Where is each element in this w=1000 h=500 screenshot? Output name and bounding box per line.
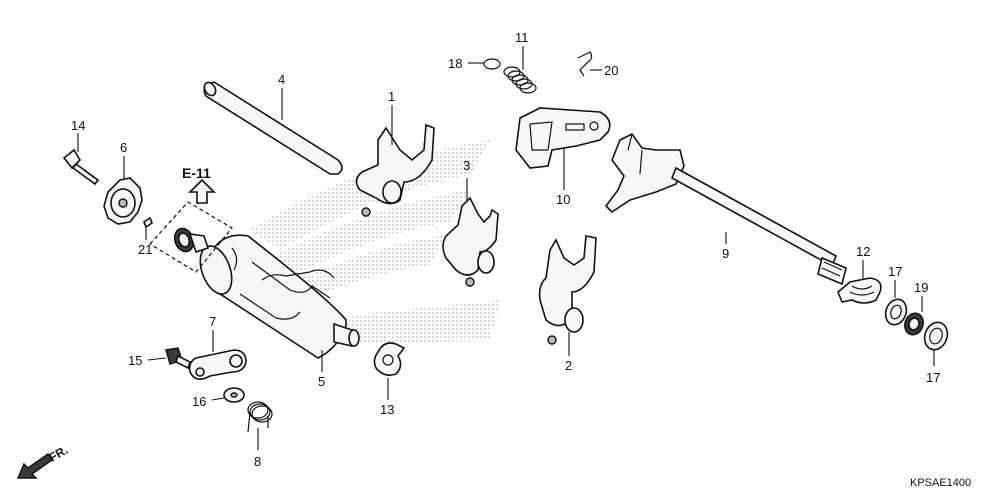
callout-1: 1 — [388, 89, 395, 104]
part-9-gearshift-spindle: 9 — [604, 132, 847, 286]
callout-16: 16 — [192, 394, 206, 409]
callout-11: 11 — [515, 30, 529, 45]
callout-3: 3 — [463, 158, 470, 173]
part-8-stopper-spring: 8 — [247, 401, 273, 469]
callout-14: 14 — [71, 118, 85, 133]
callout-18: 18 — [448, 56, 462, 71]
part-6-gearshift-drum-center: 6 — [103, 140, 143, 225]
part-5-shift-drum: 5 — [199, 234, 360, 389]
callout-12: 12 — [856, 244, 870, 259]
callout-15: 15 — [128, 353, 142, 368]
part-13-guide-plate: 13 — [373, 342, 406, 417]
callout-2: 2 — [565, 358, 572, 373]
reference-e-11: E-11 — [182, 165, 216, 204]
part-17-washer-lower: 17 — [923, 321, 949, 385]
reference-arrow-icon — [188, 178, 216, 204]
part-11-spring: 11 — [503, 30, 537, 94]
part-1-shift-fork: 1 — [355, 89, 435, 217]
part-14-bolt: 14 — [62, 118, 100, 186]
callout-17-upper: 17 — [888, 264, 902, 279]
part-10-shift-plate: 10 — [515, 107, 611, 207]
part-3-shift-fork: 3 — [442, 158, 499, 287]
part-18-circlip: 18 — [448, 56, 501, 71]
callout-6: 6 — [120, 140, 127, 155]
callout-4: 4 — [278, 72, 285, 87]
callout-20: 20 — [604, 63, 618, 78]
callout-9: 9 — [722, 246, 729, 261]
part-12-return-spring: 12 — [837, 244, 882, 304]
part-2-shift-fork: 2 — [538, 235, 597, 373]
callout-8: 8 — [254, 454, 261, 469]
diagram-code: KPSAE1400 — [910, 477, 971, 489]
callout-17-lower: 17 — [926, 370, 940, 385]
reference-label: E-11 — [182, 165, 211, 181]
callout-13: 13 — [380, 402, 394, 417]
part-20-pin: 20 — [577, 51, 618, 78]
part-21-dowel-pin: 21 — [138, 216, 153, 257]
callout-19: 19 — [914, 280, 928, 295]
callout-7: 7 — [209, 314, 216, 329]
part-4-shift-fork-shaft: 4 — [203, 72, 343, 175]
part-19-oil-seal: 19 — [904, 280, 928, 336]
part-16-washer: 16 — [192, 387, 245, 409]
part-17-washer-upper: 17 — [884, 264, 908, 326]
front-arrow-icon — [16, 453, 53, 479]
front-direction-indicator: FR. — [16, 443, 70, 479]
callout-21: 21 — [138, 242, 152, 257]
callout-10: 10 — [556, 192, 570, 207]
drum-bearing-reference-group — [149, 201, 233, 273]
callout-5: 5 — [318, 374, 325, 389]
part-7-stopper-arm: 7 — [188, 314, 247, 380]
part-15-bolt: 15 — [128, 347, 191, 370]
